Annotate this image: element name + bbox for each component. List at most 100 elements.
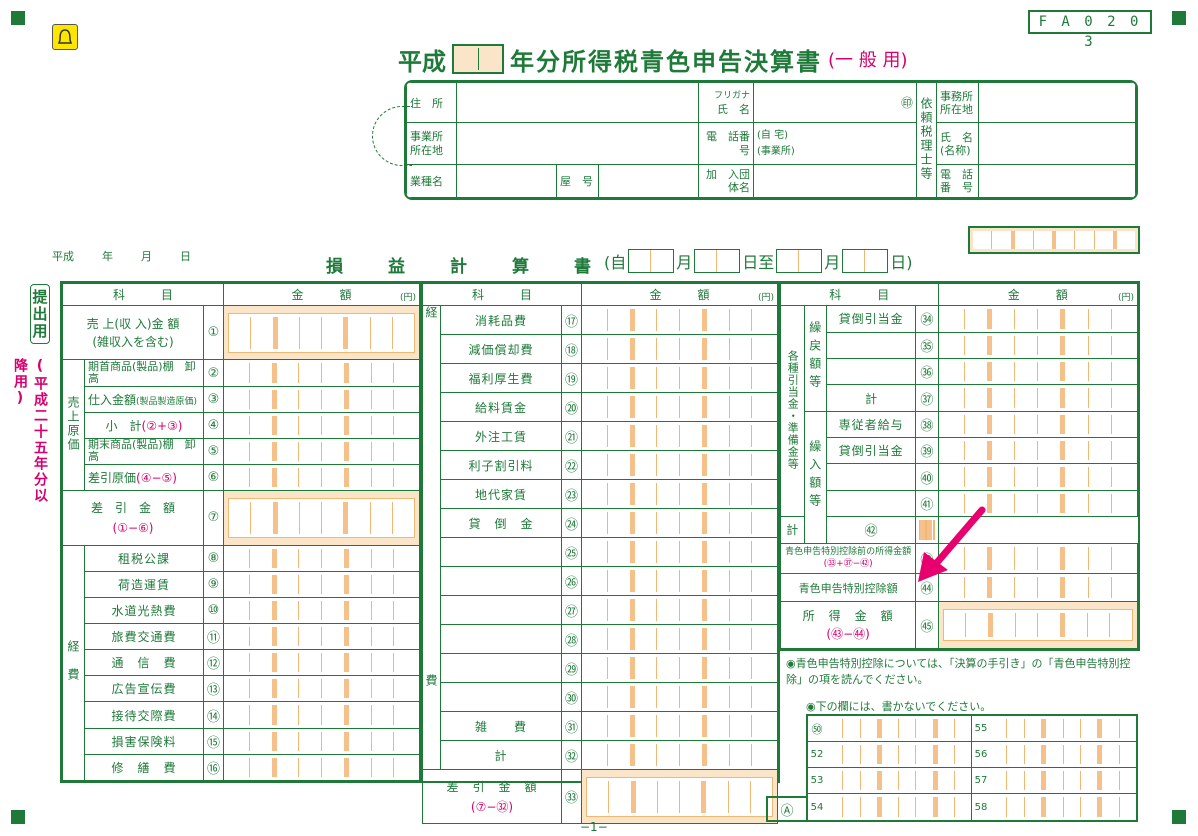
- row-number-20: ⑳: [561, 392, 582, 422]
- amount-field-4[interactable]: [223, 411, 420, 439]
- office-code-56[interactable]: 56: [972, 742, 1136, 768]
- row-label-44: 青色申告特別控除額: [779, 572, 917, 603]
- amount-field-8[interactable]: [223, 544, 420, 572]
- row-label-10: 水道光熱費: [84, 596, 204, 625]
- phone-field[interactable]: (自 宅)(事業所): [753, 122, 917, 165]
- amount-field-20[interactable]: [581, 392, 778, 422]
- amount-field-18[interactable]: [581, 334, 778, 364]
- row-label-28[interactable]: [440, 624, 562, 654]
- amount-field-25[interactable]: [581, 537, 778, 567]
- amount-field-22[interactable]: [581, 450, 778, 480]
- business-type-field[interactable]: [456, 164, 557, 198]
- pl-column-1: 科 目 金 額(円) 売 上(収 入)金 額(雑収入を含む) ① 売上原価 期首…: [60, 281, 422, 783]
- code-label-a: Ⓐ: [780, 803, 794, 819]
- reversal-group-text: 繰戻額等: [807, 321, 822, 394]
- amount-field-1[interactable]: [223, 305, 420, 361]
- start-day-input[interactable]: [694, 249, 741, 273]
- amount-field-26[interactable]: [581, 566, 778, 596]
- row-number-11: ⑪: [203, 622, 224, 651]
- amount-field-43[interactable]: [937, 542, 1139, 574]
- office-code-57[interactable]: 57: [972, 768, 1136, 794]
- business-place-field[interactable]: [456, 122, 699, 165]
- shop-name-label: 屋 号: [556, 164, 599, 198]
- amount-field-15[interactable]: [223, 727, 420, 755]
- name-field[interactable]: ㊞: [753, 82, 917, 123]
- row-number-28: ㉘: [561, 624, 582, 654]
- office-code-58[interactable]: 58: [972, 794, 1136, 820]
- bell-icon[interactable]: [52, 24, 78, 50]
- amount-field-3[interactable]: [223, 385, 420, 413]
- amount-field-33[interactable]: [581, 769, 778, 824]
- amount-field-40[interactable]: [937, 463, 1139, 491]
- row-label-40[interactable]: [825, 463, 917, 491]
- code-label-53: 53: [810, 775, 824, 786]
- office-code-51[interactable]: ㊿: [808, 716, 972, 742]
- amount-field-23[interactable]: [581, 479, 778, 509]
- row-label-13: 広告宣伝費: [84, 675, 204, 703]
- accountant-phone-field[interactable]: [978, 164, 1136, 198]
- accountant-name-field[interactable]: [978, 122, 1136, 165]
- amount-field-28[interactable]: [581, 624, 778, 654]
- office-code-52[interactable]: 52: [808, 742, 972, 768]
- year-input[interactable]: [452, 44, 504, 74]
- row-label-41[interactable]: [825, 489, 917, 518]
- amount-field-24[interactable]: [581, 508, 778, 538]
- amount-field-13[interactable]: [223, 675, 420, 703]
- amount-field-10[interactable]: [223, 596, 420, 625]
- row-label-26[interactable]: [440, 566, 562, 596]
- start-month-input[interactable]: [628, 249, 675, 273]
- amount-field-45[interactable]: [937, 601, 1139, 649]
- amount-field-14[interactable]: [223, 701, 420, 729]
- office-code-a[interactable]: Ⓐ: [766, 796, 806, 822]
- code-label-58: 58: [974, 801, 988, 813]
- amount-field-32[interactable]: [581, 740, 778, 770]
- amount-field-42[interactable]: [915, 516, 939, 544]
- row-label-35[interactable]: [825, 331, 917, 360]
- amount-field-16[interactable]: [223, 753, 420, 782]
- amount-field-35[interactable]: [937, 331, 1139, 360]
- row-label-30[interactable]: [440, 682, 562, 712]
- row-label-29[interactable]: [440, 653, 562, 683]
- row-label-45: 所 得 金 額(㊸−㊹): [779, 601, 917, 649]
- amount-field-38[interactable]: [937, 410, 1139, 439]
- end-month-input[interactable]: [776, 249, 823, 273]
- office-code-54[interactable]: 54: [808, 794, 972, 820]
- amount-field-9[interactable]: [223, 570, 420, 598]
- row-label-5: 期末商品(製品)棚 卸 高: [84, 437, 207, 466]
- amount-field-7[interactable]: [223, 490, 420, 546]
- period-label: (平成二十五年分以降用): [12, 358, 48, 504]
- office-code-55[interactable]: 55: [972, 716, 1136, 742]
- amount-field-29[interactable]: [581, 653, 778, 683]
- office-code-53[interactable]: 53: [808, 768, 972, 794]
- amount-field-17[interactable]: [581, 305, 778, 335]
- amount-field-31[interactable]: [581, 711, 778, 741]
- amount-field-44[interactable]: [937, 572, 1139, 603]
- end-day-input[interactable]: [842, 249, 889, 273]
- code-entry-box[interactable]: [968, 226, 1140, 254]
- address-field[interactable]: [456, 82, 699, 123]
- amount-field-11[interactable]: [223, 622, 420, 651]
- amount-field-12[interactable]: [223, 649, 420, 677]
- row-label-27[interactable]: [440, 595, 562, 625]
- amount-field-27[interactable]: [581, 595, 778, 625]
- amount-field-30[interactable]: [581, 682, 778, 712]
- association-field[interactable]: [753, 164, 917, 198]
- transfer-group-label: 繰入額等: [803, 410, 827, 544]
- amount-field-21[interactable]: [581, 421, 778, 451]
- amount-field-19[interactable]: [581, 363, 778, 393]
- amount-field-6[interactable]: [223, 464, 420, 492]
- amount-field-39[interactable]: [937, 437, 1139, 465]
- shop-name-field[interactable]: [598, 164, 699, 198]
- row-number-6: ⑥: [203, 464, 224, 492]
- amount-field-34[interactable]: [937, 305, 1139, 333]
- amount-field-41[interactable]: [937, 489, 1139, 518]
- amount-field-2[interactable]: [223, 359, 420, 387]
- amount-field-37[interactable]: [937, 384, 1139, 412]
- row-label-36[interactable]: [825, 358, 917, 386]
- accountant-office-field[interactable]: [978, 82, 1136, 123]
- row-label-25[interactable]: [440, 537, 562, 567]
- amount-field-5[interactable]: [223, 437, 420, 466]
- corner-mark: [1172, 11, 1186, 25]
- expense-group-text: 経 費: [66, 640, 80, 683]
- amount-field-36[interactable]: [937, 358, 1139, 386]
